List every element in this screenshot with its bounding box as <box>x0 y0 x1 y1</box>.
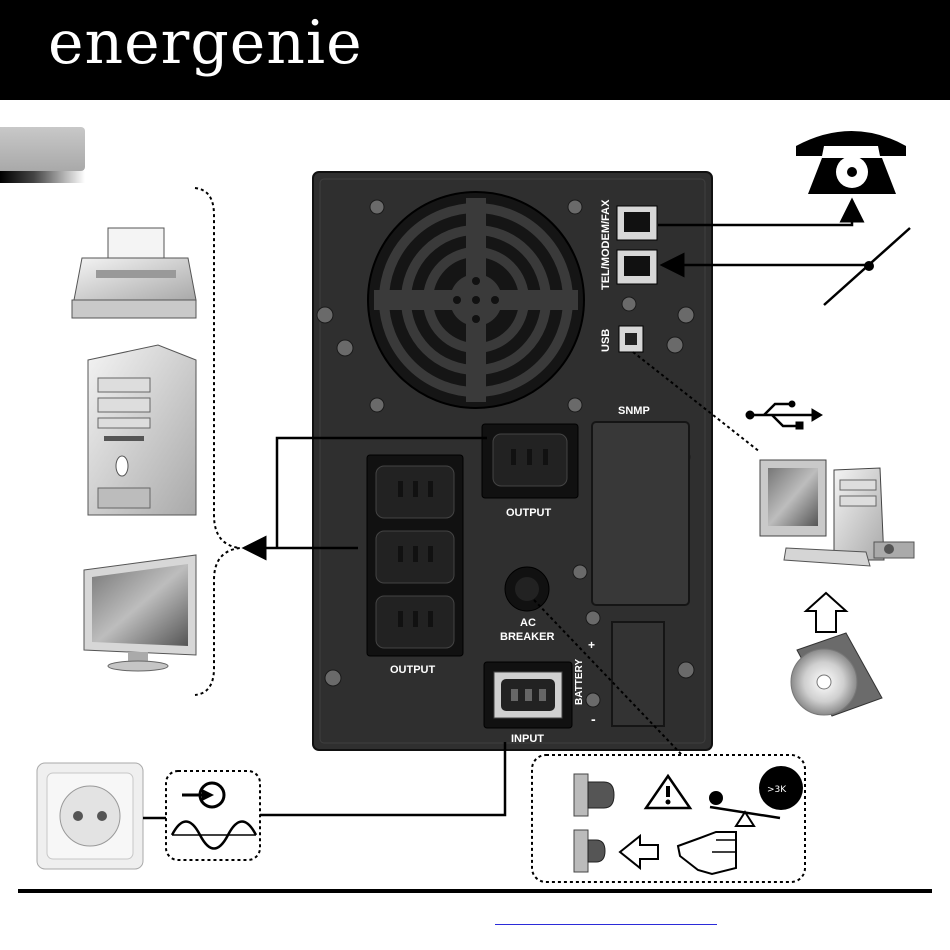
snmp-label: SNMP <box>618 405 650 417</box>
output-socket-single <box>482 424 578 498</box>
footer-divider <box>18 889 932 893</box>
output-devices-bracket <box>195 188 240 695</box>
cooling-fan <box>368 192 584 408</box>
desktop-computer-icon <box>760 460 914 566</box>
battery-plus-label: + <box>588 638 595 652</box>
ac-breaker-label-line1: AC <box>520 617 536 629</box>
input-socket <box>484 662 572 728</box>
svg-text:>3K: >3K <box>767 785 787 795</box>
computer-tower-icon <box>88 345 196 515</box>
usb-port-label: USB <box>600 329 612 352</box>
ac-breaker-label-line2: BREAKER <box>500 631 554 643</box>
usb-icon <box>746 401 822 429</box>
up-arrow-icon <box>806 593 846 632</box>
output-group-label: OUTPUT <box>390 664 436 676</box>
footer-website-link[interactable] <box>495 906 717 925</box>
breaker-reset-instructions: >3K <box>532 755 805 882</box>
printer-icon <box>72 228 196 318</box>
ac-breaker <box>505 567 549 611</box>
battery-slot <box>612 622 664 726</box>
telephone-icon <box>796 131 906 194</box>
battery-label: BATTERY <box>574 659 585 705</box>
output-single-label: OUTPUT <box>506 507 552 519</box>
wall-socket-icon <box>37 763 143 869</box>
ac-input-symbol-box <box>166 771 260 860</box>
usb-port <box>619 326 643 352</box>
input-connection-line <box>260 742 505 815</box>
output-socket-group <box>367 455 463 656</box>
software-cd-icon <box>791 633 882 716</box>
input-label: INPUT <box>511 733 544 745</box>
battery-minus-label: - <box>591 711 596 727</box>
snmp-slot <box>592 422 689 605</box>
tel-modem-fax-label: TEL/MODEM/FAX <box>600 199 612 290</box>
ups-rear-panel: TEL/MODEM/FAX USB SNMP OUTPUT <box>313 172 712 750</box>
monitor-icon <box>84 555 196 671</box>
telephone-line-icon <box>824 228 910 305</box>
